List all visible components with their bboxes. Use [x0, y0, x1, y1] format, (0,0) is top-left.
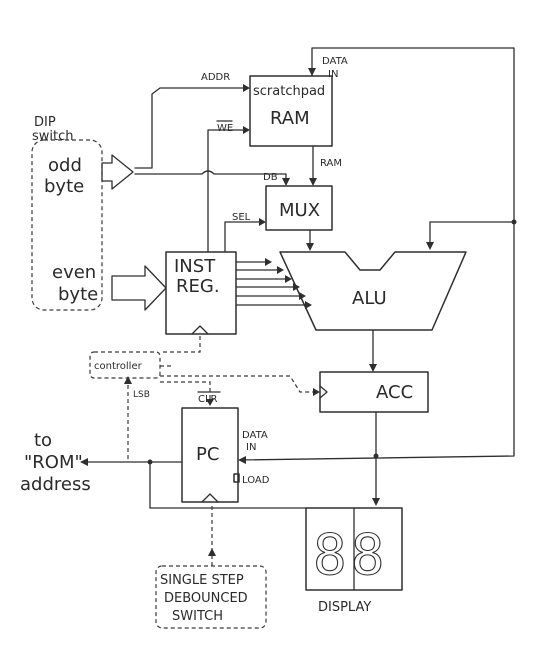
address-label: address [20, 474, 91, 495]
acc-output-junction-dot [373, 453, 379, 459]
to-label: to [34, 430, 52, 451]
we-wire [207, 129, 249, 253]
dip-switch-label: DIP [34, 115, 56, 130]
even-byte-label-2: byte [58, 284, 98, 305]
even-byte-bus-arrow [111, 265, 167, 311]
odd-byte-label: odd [48, 155, 82, 176]
inst-reg-label: INST [174, 256, 216, 277]
sel-label: SEL [232, 212, 251, 223]
inst-reg-label-2: REG. [176, 276, 220, 297]
db-label: DB [263, 172, 278, 183]
controller-inst-wire [160, 336, 201, 353]
we-label: WE [217, 123, 233, 134]
single-step-label: SINGLE STEP [160, 573, 244, 588]
acc-clock-mark [319, 385, 328, 399]
even-byte-label: even [52, 262, 96, 283]
scratchpad-ram-box [249, 75, 333, 147]
acc-feedback-wire [429, 221, 515, 249]
clr-label: CLR [198, 394, 218, 405]
odd-byte-bus-arrow [101, 154, 134, 190]
dip-switch-label-2: switch [32, 129, 74, 144]
odd-byte-label-2: byte [44, 176, 84, 197]
controller-acc-wire [160, 375, 318, 393]
pc-to-display-wire [149, 461, 307, 509]
mux-box [265, 185, 333, 231]
data-in-top-label-2: IN [328, 69, 338, 80]
sel-wire [224, 221, 265, 253]
ram-out-label: RAM [320, 158, 342, 169]
alu-shape [279, 251, 467, 331]
pc-label: PC [196, 444, 219, 465]
feedback-junction-dot [511, 219, 517, 225]
data-in-pc-wire [239, 447, 515, 461]
inst-reg-box [165, 251, 237, 335]
addr-label: ADDR [201, 72, 230, 83]
single-step-label-3: SWITCH [172, 609, 223, 624]
load-label: LOAD [242, 475, 270, 486]
load-bubble [233, 473, 240, 483]
data-in-top-wire [311, 47, 515, 449]
data-in-pc-label-2: IN [246, 442, 256, 453]
alu-label: ALU [352, 288, 387, 309]
acc-box [319, 371, 429, 413]
inst-reg-to-alu-wires [235, 258, 312, 309]
display-label: DISPLAY [318, 600, 371, 615]
acc-label: ACC [376, 382, 413, 403]
scratchpad-label: scratchpad [253, 84, 325, 99]
pc-clock-mark [201, 493, 219, 503]
display-digits: 88 [313, 523, 388, 588]
controller-link-stub [160, 365, 173, 368]
addr-wire [134, 87, 249, 169]
single-step-label-2: DEBOUNCED [164, 591, 248, 606]
db-wire [134, 170, 287, 185]
controller-clr-wire [160, 381, 211, 404]
data-in-pc-label: DATA [242, 430, 268, 441]
controller-box [89, 351, 161, 379]
single-step-switch-box [155, 565, 267, 629]
rom-label: "ROM" [24, 452, 83, 473]
ram-label: RAM [270, 108, 310, 129]
data-in-top-label: DATA [322, 56, 348, 67]
dip-switch-outline [31, 139, 103, 311]
controller-label: controller [94, 361, 143, 372]
mux-label: MUX [279, 200, 320, 221]
inst-reg-clock-mark [191, 325, 209, 335]
pc-box [181, 407, 239, 503]
lsb-label: LSB [133, 390, 150, 400]
